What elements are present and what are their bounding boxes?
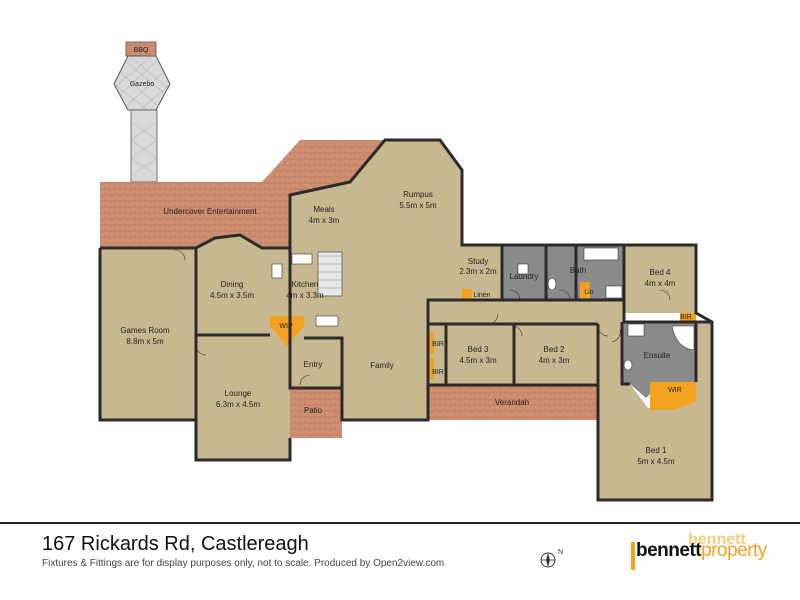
label-rumpus-name: Rumpus bbox=[403, 190, 433, 199]
fixtures bbox=[271, 247, 695, 371]
logo-ghost-text: bennett bbox=[688, 531, 746, 548]
label-bed4-size: 4m x 4m bbox=[645, 279, 676, 288]
label-bed3-size: 4.5m x 3m bbox=[459, 356, 497, 365]
label-gazebo: Gazebo bbox=[130, 81, 155, 88]
label-dining-size: 4.5m x 3.5m bbox=[210, 291, 254, 300]
compass-letter: N bbox=[558, 549, 563, 556]
compass-grid bbox=[318, 255, 342, 289]
verandah-area bbox=[428, 385, 598, 420]
hallway bbox=[428, 300, 624, 324]
gazebo-grid bbox=[113, 55, 171, 113]
label-bir-bed4: BIR bbox=[680, 314, 692, 321]
walkway bbox=[130, 109, 158, 183]
label-bbq: BBQ bbox=[134, 47, 149, 54]
games-room bbox=[100, 248, 196, 420]
dining-room bbox=[196, 235, 290, 335]
disclaimer-text: Fixtures & Fittings are for display purp… bbox=[42, 558, 445, 569]
walkway-grid bbox=[130, 121, 158, 177]
door-swings bbox=[174, 249, 671, 386]
label-wir: WIR bbox=[668, 387, 682, 394]
label-bath: Bath bbox=[570, 266, 586, 275]
label-bed1-name: Bed 1 bbox=[646, 446, 667, 455]
label-lin: Lin bbox=[584, 289, 593, 296]
label-entry: Entry bbox=[304, 360, 323, 369]
logo-part-bennett: bennett bbox=[636, 540, 702, 561]
wir-storage bbox=[650, 382, 696, 410]
label-games-size: 8.8m x 5m bbox=[126, 337, 164, 346]
logo-wordmark: bennettproperty bbox=[636, 540, 767, 562]
entry bbox=[290, 338, 342, 388]
bir-bed3-b bbox=[428, 358, 434, 380]
compass-icon: N bbox=[540, 549, 563, 568]
label-meals-size: 4m x 3m bbox=[309, 216, 340, 225]
logo-part-property: property bbox=[701, 540, 767, 561]
lin-storage bbox=[580, 282, 590, 300]
linen-storage bbox=[462, 289, 472, 300]
undercover-entertainment-area bbox=[100, 140, 385, 248]
patio-area bbox=[290, 388, 342, 438]
label-ensuite: Ensuite bbox=[644, 351, 671, 360]
bed-2 bbox=[514, 324, 598, 385]
label-bir-bed3-a: BIR bbox=[432, 341, 444, 348]
label-wip: WIP bbox=[279, 323, 293, 330]
walls bbox=[98, 138, 714, 502]
label-dining-name: Dining bbox=[221, 280, 244, 289]
bir-bed4-storage bbox=[680, 313, 696, 322]
label-lounge-size: 6.3m x 4.5m bbox=[216, 400, 260, 409]
label-study-size: 2.3m x 2m bbox=[459, 267, 497, 276]
label-family: Family bbox=[370, 361, 394, 370]
label-undercover: Undercover Entertainment bbox=[163, 207, 257, 216]
bed-4 bbox=[624, 245, 696, 313]
wip-storage bbox=[270, 316, 304, 346]
property-address: 167 Rickards Rd, Castlereagh bbox=[42, 533, 309, 555]
label-bed1-size: 5m x 4.5m bbox=[637, 457, 675, 466]
label-study-name: Study bbox=[468, 257, 488, 266]
label-bed2-name: Bed 2 bbox=[544, 345, 565, 354]
label-kitchen-size: 4m x 3.3m bbox=[286, 291, 324, 300]
bed-1 bbox=[598, 322, 712, 500]
label-rumpus-size: 5.5m x 5m bbox=[399, 201, 437, 210]
label-lounge-name: Lounge bbox=[225, 389, 252, 398]
label-bed3-name: Bed 3 bbox=[468, 345, 489, 354]
bir-bed3-a bbox=[428, 332, 434, 354]
label-bir-bed3-b: BIR bbox=[432, 369, 444, 376]
label-linen: Linen bbox=[473, 292, 490, 299]
label-laundry: Laundry bbox=[510, 272, 539, 281]
bath bbox=[546, 245, 576, 300]
label-bed2-size: 4m x 3m bbox=[539, 356, 570, 365]
footer-divider bbox=[0, 522, 800, 524]
label-patio: Patio bbox=[304, 406, 323, 415]
lounge bbox=[196, 335, 290, 460]
floor-plan: BBQ Gazebo Undercover Entertainment Meal… bbox=[98, 41, 714, 502]
label-bed4-name: Bed 4 bbox=[650, 268, 671, 277]
label-verandah: Verandah bbox=[495, 398, 529, 407]
logo-accent-bar bbox=[631, 542, 635, 570]
label-meals-name: Meals bbox=[313, 205, 334, 214]
label-kitchen-name: Kitchen bbox=[292, 280, 319, 289]
label-games-name: Games Room bbox=[120, 326, 170, 335]
bed-3 bbox=[446, 324, 514, 385]
